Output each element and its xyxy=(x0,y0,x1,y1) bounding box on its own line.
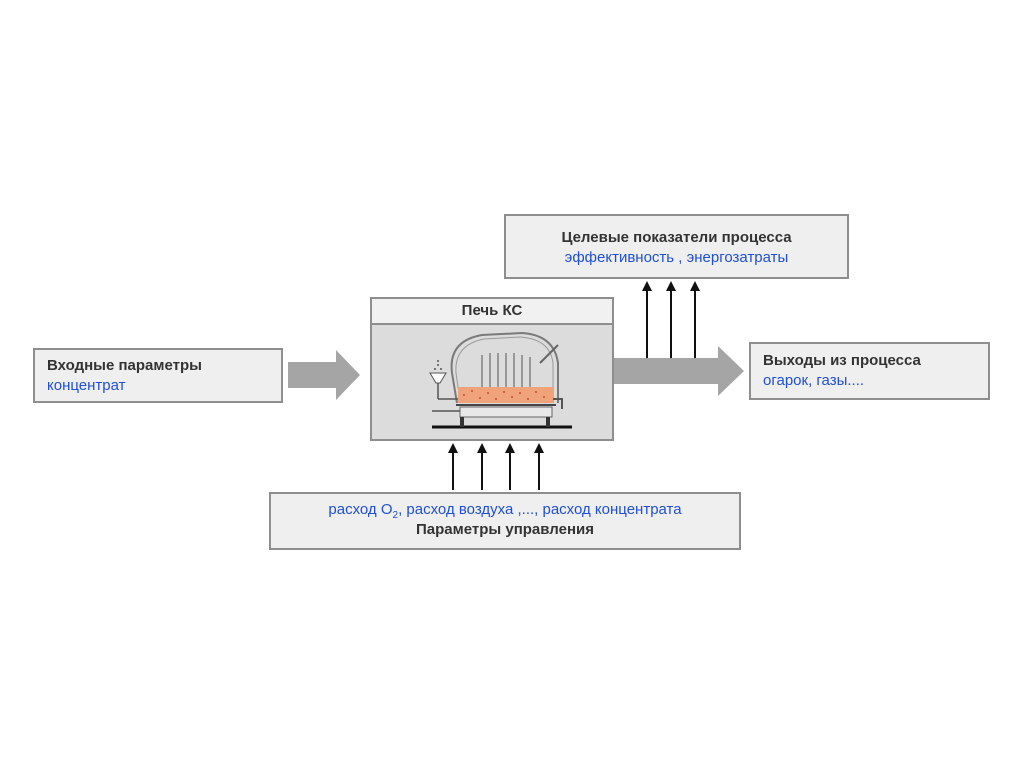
output-subtitle: огарок, газы.... xyxy=(763,372,865,389)
input-subtitle: концентрат xyxy=(47,377,126,394)
process-outputs-box: Выходы из процесса огарок, газы.... xyxy=(749,342,990,400)
control-params-before: расход O xyxy=(328,501,393,518)
control-title: Параметры управления xyxy=(416,521,594,538)
control-params-after: , расход воздуха ,..., расход концентрат… xyxy=(398,501,682,518)
furnace-box: Печь КС xyxy=(370,297,614,441)
output-title: Выходы из процесса xyxy=(763,352,921,369)
target-indicators-box: Целевые показатели процесса эффективност… xyxy=(504,214,849,279)
output-flow-arrow xyxy=(614,346,744,396)
furnace-illustration xyxy=(429,331,572,429)
input-flow-arrow xyxy=(288,350,360,400)
target-title: Целевые показатели процесса xyxy=(561,229,792,246)
control-params-subscript: 2 xyxy=(392,510,399,521)
target-subtitle: эффективность , энергозатраты xyxy=(564,249,789,266)
control-params-line: расход O2, расход воздуха ,..., расход к… xyxy=(271,500,739,521)
input-title: Входные параметры xyxy=(47,357,202,374)
control-parameters-box: расход O2, расход воздуха ,..., расход к… xyxy=(269,492,741,550)
furnace-title: Печь КС xyxy=(372,299,612,325)
input-parameters-box: Входные параметры концентрат xyxy=(33,348,283,403)
